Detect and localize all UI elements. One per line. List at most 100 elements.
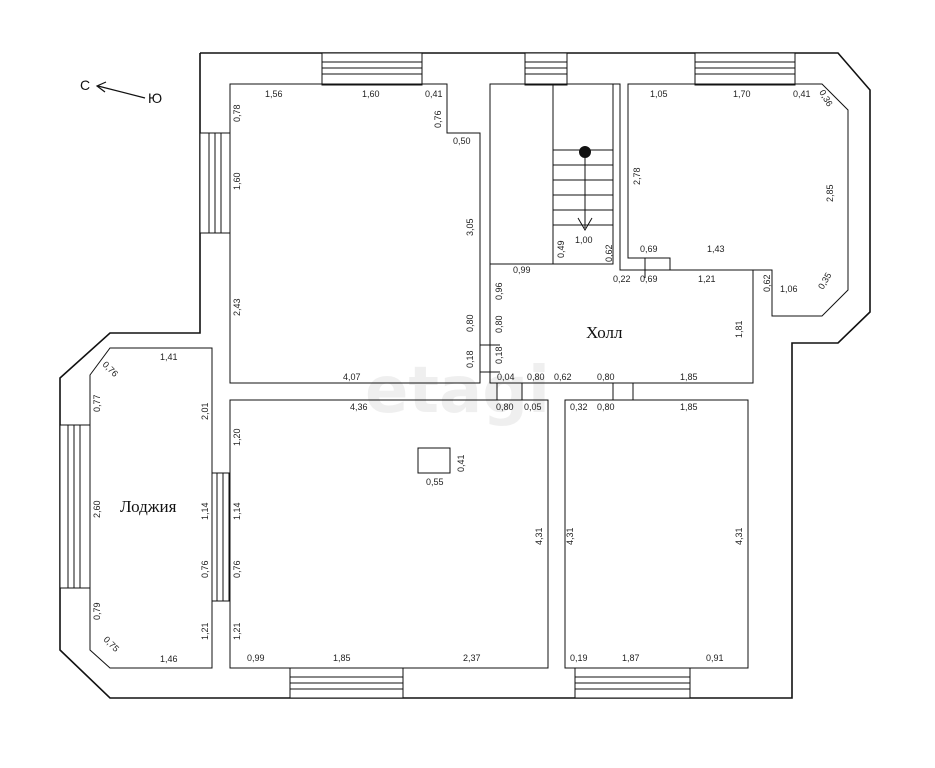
window-loggia	[59, 424, 91, 589]
dim-label: 2,43	[232, 298, 242, 316]
compass-south-label: Ю	[148, 90, 162, 106]
loggia-door-window	[211, 472, 230, 602]
rooms	[89, 83, 849, 669]
dim-label: 1,85	[333, 653, 351, 663]
dim-label: 0,62	[604, 244, 614, 262]
dim-label: 0,62	[762, 274, 772, 292]
dim-label: 0,35	[816, 271, 833, 291]
outer-walls	[59, 52, 871, 699]
dim-label: 0,76	[101, 359, 120, 378]
dim-label: 1,60	[362, 89, 380, 99]
window-top-3	[694, 52, 796, 86]
dim-label: 0,05	[524, 402, 542, 412]
room-bottom-left	[229, 399, 549, 669]
dim-label: 0,99	[247, 653, 265, 663]
dim-label: 1,06	[780, 284, 798, 294]
dim-label: 1,05	[650, 89, 668, 99]
dim-label: 1,85	[680, 402, 698, 412]
dim-label: 1,46	[160, 654, 178, 664]
dim-label: 0,80	[597, 402, 615, 412]
column-box	[417, 447, 451, 474]
dim-label: 0,19	[570, 653, 588, 663]
dim-label: 0,80	[527, 372, 545, 382]
dim-label: 0,55	[426, 477, 444, 487]
dim-label: 1,21	[200, 622, 210, 640]
dim-label: 2,60	[92, 500, 102, 518]
windows	[59, 52, 796, 699]
dim-label: 0,04	[497, 372, 515, 382]
room-bottom-right	[564, 399, 749, 669]
dim-label: 1,70	[733, 89, 751, 99]
dim-label: 0,96	[494, 282, 504, 300]
dim-label: 0,80	[496, 402, 514, 412]
window-top-2	[524, 52, 568, 86]
dim-label: 1,41	[160, 352, 178, 362]
compass-north-label: С	[80, 77, 90, 93]
outer-wall-line	[200, 52, 871, 699]
dim-label: 2,01	[200, 402, 210, 420]
dim-label: 1,85	[680, 372, 698, 382]
dim-label: 0,18	[494, 346, 504, 364]
dim-label: 0,80	[597, 372, 615, 382]
dim-label: 4,31	[734, 527, 744, 545]
dim-label: 1,43	[707, 244, 725, 254]
window-top-1	[321, 52, 423, 86]
dim-label: 0,32	[570, 402, 588, 412]
hall-label: Холл	[586, 323, 623, 342]
dim-label: 4,07	[343, 372, 361, 382]
stair-well	[552, 83, 614, 265]
dim-label: 2,85	[825, 184, 835, 202]
dim-label: 0,22	[613, 274, 631, 284]
room-top-left	[229, 83, 481, 384]
room-top-right	[627, 83, 849, 317]
dim-label: 1,00	[575, 235, 593, 245]
dim-label: 0,36	[817, 88, 834, 108]
compass-arrow	[97, 85, 146, 99]
dim-label: 0,49	[556, 240, 566, 258]
dim-label: 4,31	[534, 527, 544, 545]
dim-label: 1,56	[265, 89, 283, 99]
dim-label: 3,05	[465, 218, 475, 236]
dim-label: 1,60	[232, 172, 242, 190]
dim-label: 0,80	[494, 315, 504, 333]
outer-wall-west	[59, 53, 201, 699]
watermark-text: etagi	[365, 354, 550, 428]
dim-label: 4,36	[350, 402, 368, 412]
dim-label: 1,81	[734, 320, 744, 338]
dim-label: 0,80	[465, 314, 475, 332]
dim-label: 1,21	[698, 274, 716, 284]
stair-arrow-icon	[577, 217, 593, 231]
dim-label: 0,50	[453, 136, 471, 146]
dim-label: 0,76	[200, 560, 210, 578]
dim-label: 0,41	[425, 89, 443, 99]
dim-label: 1,87	[622, 653, 640, 663]
dim-label: 2,78	[632, 167, 642, 185]
dim-label: 1,14	[232, 502, 242, 520]
dim-label: 0,69	[640, 274, 658, 284]
loggia-label: Лоджия	[120, 497, 177, 516]
dim-label: 0,76	[433, 110, 443, 128]
dim-label: 0,18	[465, 350, 475, 368]
dim-label: 0,91	[706, 653, 724, 663]
compass: С Ю	[80, 77, 162, 106]
stair-start-dot	[579, 146, 591, 158]
dim-label: 4,31	[565, 527, 575, 545]
dim-label: 0,78	[232, 104, 242, 122]
dim-label: 0,77	[92, 394, 102, 412]
dim-label: 0,79	[92, 602, 102, 620]
dim-label: 0,62	[554, 372, 572, 382]
dim-label: 1,20	[232, 428, 242, 446]
dim-label: 2,37	[463, 653, 481, 663]
dim-label: 0,69	[640, 244, 658, 254]
staircase	[490, 83, 614, 265]
dim-label: 0,41	[456, 454, 466, 472]
dim-label: 1,14	[200, 502, 210, 520]
room-loggia	[89, 347, 213, 669]
dim-label: 0,75	[102, 634, 121, 653]
dim-label: 0,41	[793, 89, 811, 99]
compass-arrow-head	[95, 81, 107, 93]
dim-label: 1,21	[232, 622, 242, 640]
dim-label: 0,99	[513, 265, 531, 275]
dim-label: 0,76	[232, 560, 242, 578]
